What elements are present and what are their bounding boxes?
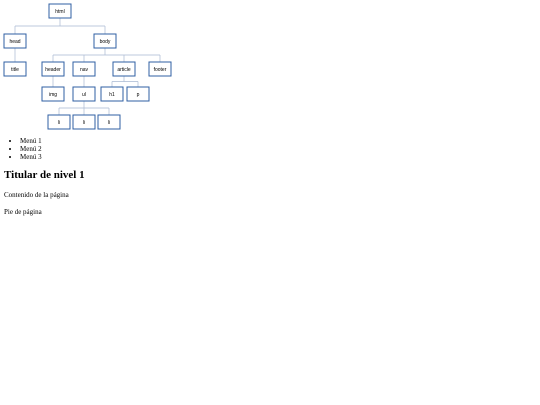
tree-node-body: body xyxy=(93,33,117,49)
tree-node-title: title xyxy=(3,61,27,77)
menu-item-2: Menú 2 xyxy=(20,145,534,153)
tree-node-label: header xyxy=(45,67,61,73)
tree-node-box xyxy=(48,3,72,19)
tree-node-p: p xyxy=(126,86,150,102)
tree-node-box xyxy=(97,114,121,130)
tree-node-nav: nav xyxy=(72,61,96,77)
tree-node-label: p xyxy=(137,92,140,98)
tree-node-box xyxy=(72,61,96,77)
footer-text: Pie de página xyxy=(4,207,42,216)
tree-node-h1: h1 xyxy=(100,86,124,102)
tree-node-label: img xyxy=(49,92,57,98)
tree-edges xyxy=(14,18,161,115)
tree-node-article: article xyxy=(112,61,136,77)
tree-node-li2: li xyxy=(72,114,96,130)
dom-tree-diagram: html head body title header nav article footer i… xyxy=(3,3,172,130)
tree-node-box xyxy=(41,86,65,102)
tree-node-box xyxy=(47,114,71,130)
tree-node-head: head xyxy=(3,33,27,49)
content-paragraph: Contenido de la página xyxy=(4,190,69,199)
tree-node-label: li xyxy=(58,120,60,126)
tree-node-html: html xyxy=(48,3,72,19)
tree-node-box xyxy=(72,114,96,130)
tree-node-box xyxy=(41,61,65,77)
tree-node-label: h1 xyxy=(109,92,115,98)
tree-node-label: nav xyxy=(80,67,89,73)
tree-node-box xyxy=(93,33,117,49)
menu-list: Menú 1 Menú 2 Menú 3 xyxy=(4,137,534,161)
tree-node-header: header xyxy=(41,61,65,77)
menu-item-1: Menú 1 xyxy=(20,137,534,145)
tree-node-label: title xyxy=(11,67,19,73)
tree-node-box xyxy=(3,61,27,77)
tree-node-label: footer xyxy=(154,67,167,73)
tree-node-ul: ul xyxy=(72,86,96,102)
tree-node-box xyxy=(112,61,136,77)
tree-node-box xyxy=(72,86,96,102)
tree-node-label: li xyxy=(108,120,110,126)
tree-node-box xyxy=(3,33,27,49)
tree-node-footer: footer xyxy=(148,61,172,77)
tree-node-label: ul xyxy=(82,92,86,98)
tree-node-label: body xyxy=(100,39,111,45)
tree-node-label: li xyxy=(83,120,85,126)
tree-node-box xyxy=(126,86,150,102)
main-heading: Titular de nivel 1 xyxy=(4,169,85,182)
rendered-document: Menú 1 Menú 2 Menú 3 Titular de nivel 1 … xyxy=(4,137,534,225)
tree-node-li1: li xyxy=(47,114,71,130)
tree-node-box xyxy=(100,86,124,102)
tree-node-li3: li xyxy=(97,114,121,130)
menu-item-3: Menú 3 xyxy=(20,153,534,161)
tree-node-img: img xyxy=(41,86,65,102)
tree-node-box xyxy=(148,61,172,77)
tree-nodes: html head body title header nav article footer i… xyxy=(3,3,172,130)
tree-node-label: article xyxy=(117,67,131,73)
tree-node-label: head xyxy=(9,39,20,45)
tree-node-label: html xyxy=(55,9,64,15)
